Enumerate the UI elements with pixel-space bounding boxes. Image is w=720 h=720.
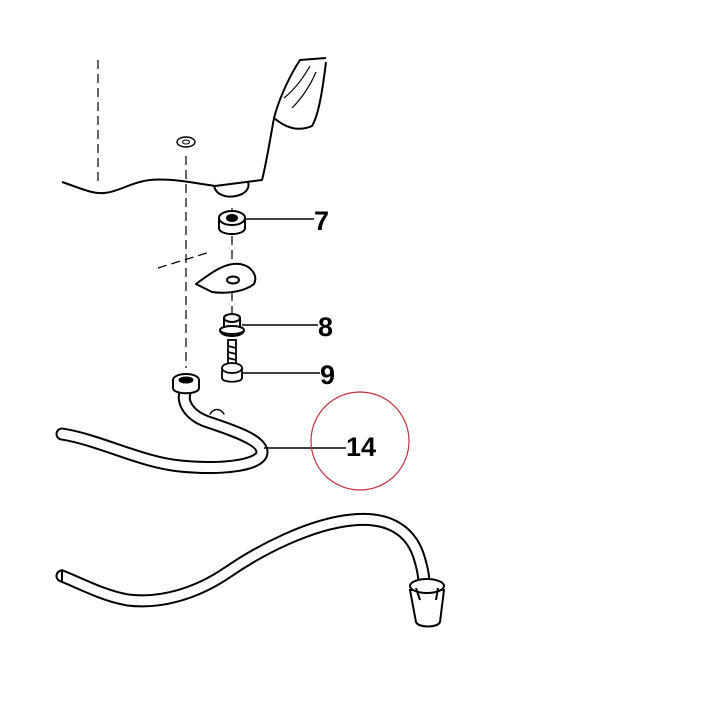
callout-9: 9 xyxy=(320,360,336,390)
bolt-part-9 xyxy=(221,339,243,383)
hose-end-fitting xyxy=(408,578,446,628)
highlight-circle xyxy=(310,391,410,491)
top-washer xyxy=(176,136,196,148)
leader-lines xyxy=(242,218,346,449)
callout-8: 8 xyxy=(318,312,334,342)
lower-hose xyxy=(55,512,431,608)
bracket-plate xyxy=(195,262,257,294)
grommet-part-7 xyxy=(218,210,246,235)
bushing-part-8 xyxy=(219,313,245,337)
callout-14: 14 xyxy=(346,432,377,462)
tank-housing xyxy=(61,57,327,198)
upper-hose-part-14 xyxy=(55,373,269,474)
center-lines xyxy=(97,60,233,368)
callout-7: 7 xyxy=(314,206,330,236)
